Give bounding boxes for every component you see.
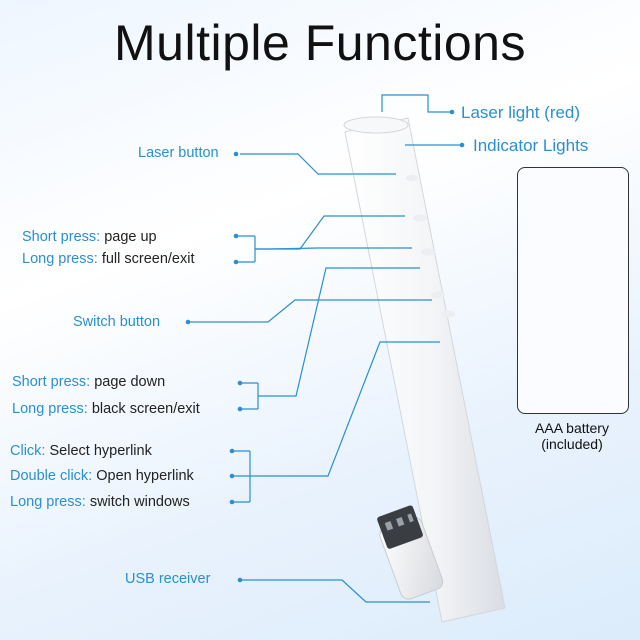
group2-row-1-action: page down [94,374,166,390]
group2-row-2: Long press: black screen/exit [12,401,200,417]
usb-receiver-label: USB receiver [125,571,211,587]
indicator-lights-label: Indicator Lights [473,136,589,155]
group1-row-1-label: Short press: [22,229,101,245]
group3-row-1-action: Select hyperlink [49,443,152,459]
group1-row-1: Short press: page up [22,229,157,245]
laser-light-label: Laser light (red) [461,103,581,122]
leader-dots [185,109,465,583]
battery-inset-frame [517,167,629,414]
usb-receiver-image [377,505,444,600]
battery-caption-line2: (included) [541,436,603,452]
group3-row-1-label: Click: [10,443,46,459]
switch-button-label: Switch button [73,314,161,330]
group1-row-2: Long press: full screen/exit [22,251,195,267]
group3-row-1: Click: Select hyperlink [10,443,152,459]
group3-row-2-label: Double click: [10,468,93,484]
group2-row-2-label: Long press: [12,401,88,417]
presenter-body [343,116,506,623]
battery-caption-line1: AAA battery [535,420,609,436]
laser-button-label: Laser button [138,145,219,161]
leader-lines [188,94,462,603]
battery-caption: AAA battery (included) [517,420,627,452]
group2-row-1-label: Short press: [12,374,91,390]
group3-row-3-action: switch windows [89,494,190,510]
group3-row-3: Long press: switch windows [10,494,190,510]
group3-row-2: Double click: Open hyperlink [10,468,194,484]
group1-row-1-action: page up [104,229,157,245]
group2-row-1: Short press: page down [12,374,165,390]
group1-row-2-action: full screen/exit [101,251,195,267]
group1-row-2-label: Long press: [22,251,98,267]
page-title: Multiple Functions [114,15,526,71]
group3-row-3-label: Long press: [10,494,86,510]
group2-row-2-action: black screen/exit [91,401,200,417]
group3-row-2-action: Open hyperlink [96,468,194,484]
